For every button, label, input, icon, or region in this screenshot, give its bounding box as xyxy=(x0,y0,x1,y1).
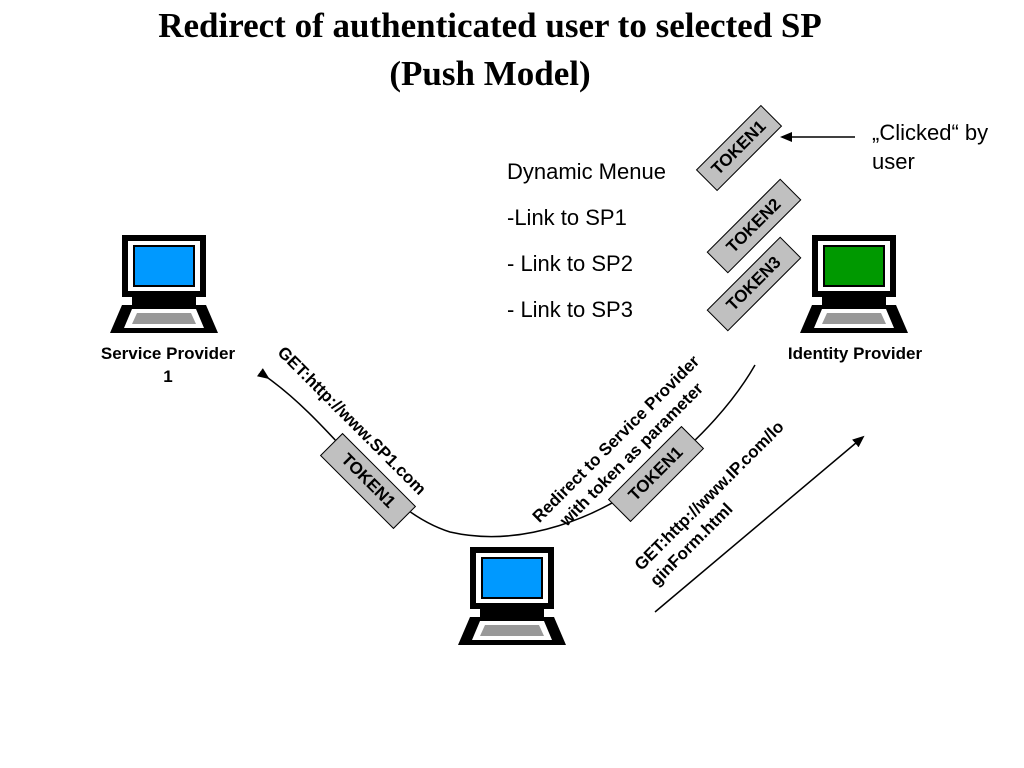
menu-link-sp1[interactable]: -Link to SP1 xyxy=(507,205,627,230)
menu-heading: Dynamic Menue xyxy=(507,159,666,184)
title-line-1: Redirect of authenticated user to select… xyxy=(158,6,822,45)
login-request-arrow xyxy=(654,435,865,613)
client-computer-icon xyxy=(458,547,566,645)
clicked-note-line-1: „Clicked“ by xyxy=(872,120,989,145)
clicked-note-line-2: user xyxy=(872,149,915,174)
idp-screen xyxy=(823,245,885,287)
identity-provider-label: Identity Provider xyxy=(787,344,923,363)
dynamic-menu: Dynamic Menue -Link to SP1 - Link to SP2… xyxy=(507,156,666,340)
slide-title: Redirect of authenticated user to select… xyxy=(0,2,980,98)
clicked-by-user-note: „Clicked“ by user xyxy=(872,118,988,176)
menu-link-sp3[interactable]: - Link to SP3 xyxy=(507,297,633,322)
client-screen xyxy=(481,557,543,599)
sp-screen xyxy=(133,245,195,287)
service-provider-computer-icon xyxy=(110,235,218,333)
menu-link-sp2[interactable]: - Link to SP2 xyxy=(507,251,633,276)
identity-provider-computer-icon xyxy=(800,235,908,333)
title-line-2: (Push Model) xyxy=(389,54,591,93)
service-provider-label: Service Provider 1 xyxy=(100,344,236,386)
